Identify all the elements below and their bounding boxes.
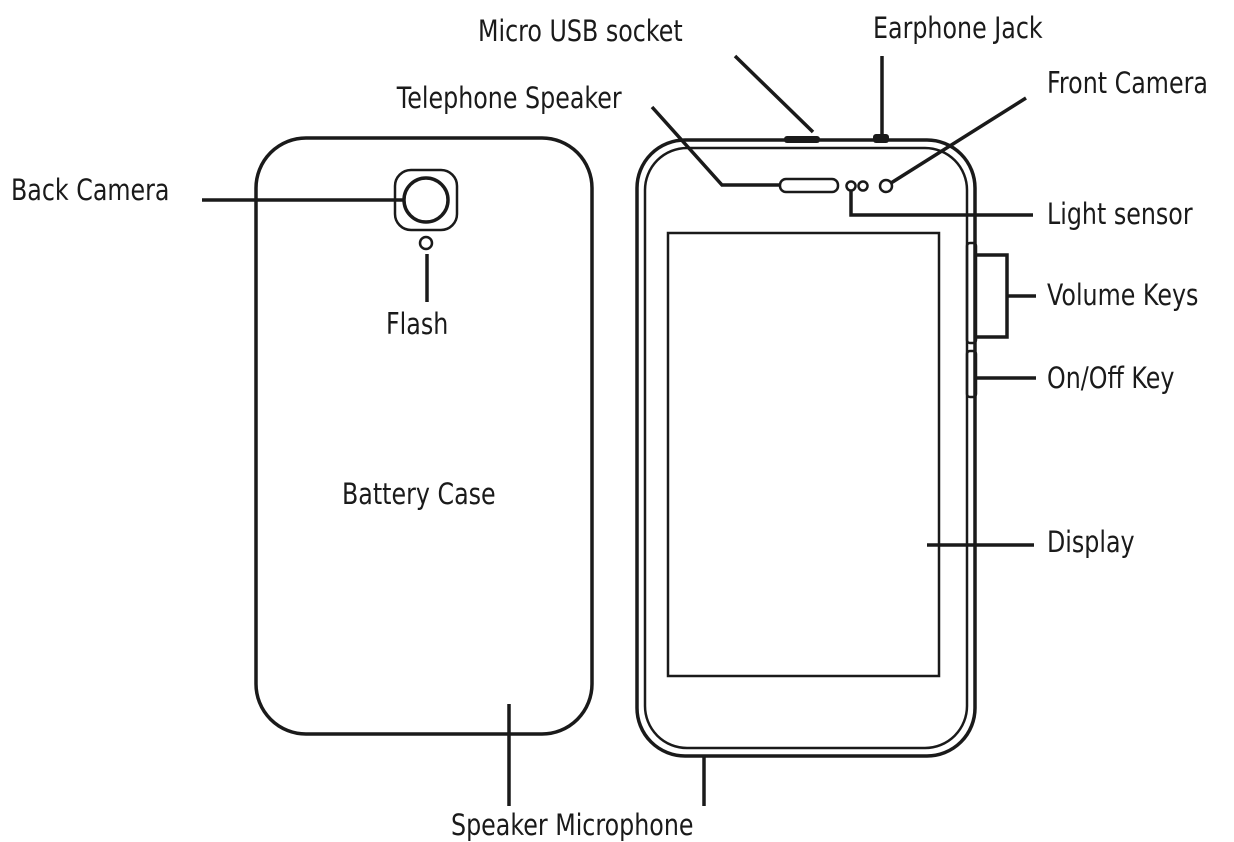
leader-telephone-speaker: [650, 105, 780, 187]
telephone-speaker-grille: [778, 177, 840, 194]
on-off-key: [965, 349, 978, 399]
label-battery-case: Battery Case: [342, 478, 496, 512]
volume-keys: [965, 241, 978, 345]
display-screen: [666, 231, 941, 678]
leader-front-camera: [890, 96, 1027, 185]
label-volume-keys: Volume Keys: [1047, 279, 1198, 313]
front-camera-icon: [878, 178, 894, 194]
label-light-sensor: Light sensor: [1047, 198, 1193, 232]
leader-lines: [202, 54, 1036, 806]
leader-micro-usb: [733, 54, 815, 134]
battery-case-outline: [254, 136, 594, 736]
labels: Micro USB socket Earphone Jack Front Cam…: [11, 12, 1208, 842]
label-front-camera: Front Camera: [1047, 67, 1208, 101]
label-display: Display: [1047, 526, 1135, 560]
proximity-sensor-icon: [857, 180, 869, 192]
phone-front: [635, 134, 978, 758]
light-sensor-icon: [845, 180, 857, 192]
label-speaker-microphone: Speaker Microphone: [451, 809, 694, 842]
leader-volume-keys: [977, 253, 1009, 339]
phone-front-inner-outline: [643, 146, 969, 750]
label-earphone-jack: Earphone Jack: [873, 12, 1043, 46]
label-on-off-key: On/Off Key: [1047, 362, 1174, 396]
phone-back: [254, 136, 594, 736]
phone-front-outline: [635, 138, 977, 758]
flash-icon: [418, 235, 434, 251]
back-camera-lens: [402, 176, 450, 224]
leader-light-sensor: [849, 191, 1033, 217]
label-flash: Flash: [386, 308, 448, 342]
label-back-camera: Back Camera: [11, 174, 170, 208]
label-micro-usb: Micro USB socket: [478, 15, 683, 49]
label-telephone-speaker: Telephone Speaker: [396, 82, 622, 116]
